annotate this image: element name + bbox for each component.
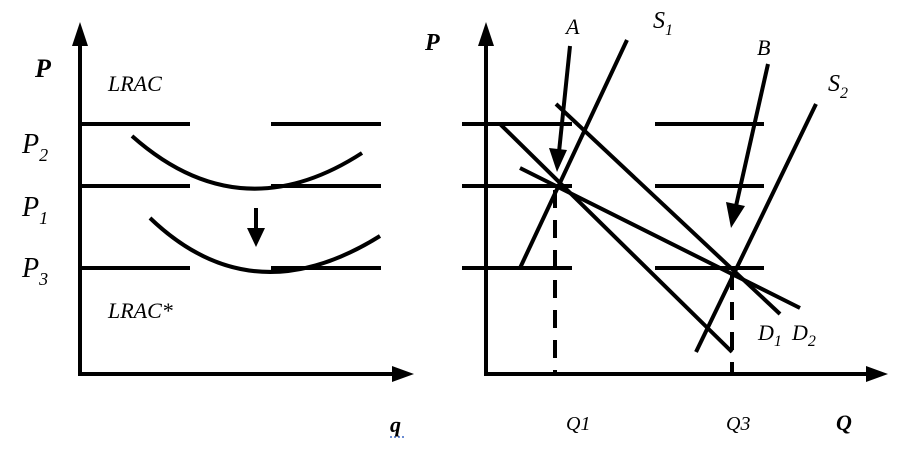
shift-down-arrowhead xyxy=(247,228,265,247)
right-x-axis-label: Q xyxy=(836,410,852,435)
quantity-label-q1: Q1 xyxy=(566,413,590,435)
demand-label-d1: D1 xyxy=(757,320,782,350)
right-y-axis-label: P xyxy=(424,30,440,56)
demand-curve-d1 xyxy=(498,122,734,354)
left-x-axis-label: q xyxy=(390,412,401,437)
lrac-star-curve xyxy=(148,216,382,274)
lrac-curve xyxy=(130,134,364,191)
point-label-b: B xyxy=(757,35,770,60)
left-x-axis-arrowhead xyxy=(392,366,414,382)
arrow-a xyxy=(557,45,572,153)
supply-label-s2: S2 xyxy=(828,71,848,102)
lrac-label: LRAC xyxy=(107,71,162,96)
point-label-a: A xyxy=(564,14,580,39)
supply-curve-s1 xyxy=(518,39,629,269)
price-label-p3: P3 xyxy=(21,253,48,289)
supply-curve-s2 xyxy=(694,103,818,353)
right-y-axis-arrowhead xyxy=(478,22,494,46)
demand-curve-flat xyxy=(519,166,801,310)
right-panel: P A B S1 S2 D1 D2 Q1 Q3 Q xyxy=(424,8,888,435)
right-x-axis-arrowhead xyxy=(866,366,888,382)
quantity-label-q3: Q3 xyxy=(726,413,750,435)
lrac-star-label: LRAC* xyxy=(107,298,173,323)
arrow-b xyxy=(734,63,770,207)
left-y-axis-label: P xyxy=(34,54,52,83)
left-y-axis-arrowhead xyxy=(72,22,88,46)
arrow-a-head xyxy=(549,148,567,172)
supply-label-s1: S1 xyxy=(653,8,673,39)
arrow-b-head xyxy=(726,202,745,228)
left-panel: P LRAC LRAC* P2 P1 P3 q xyxy=(21,22,414,438)
demand-label-d2: D2 xyxy=(791,320,816,350)
price-label-p1: P1 xyxy=(21,192,48,228)
price-label-p2: P2 xyxy=(21,129,48,165)
